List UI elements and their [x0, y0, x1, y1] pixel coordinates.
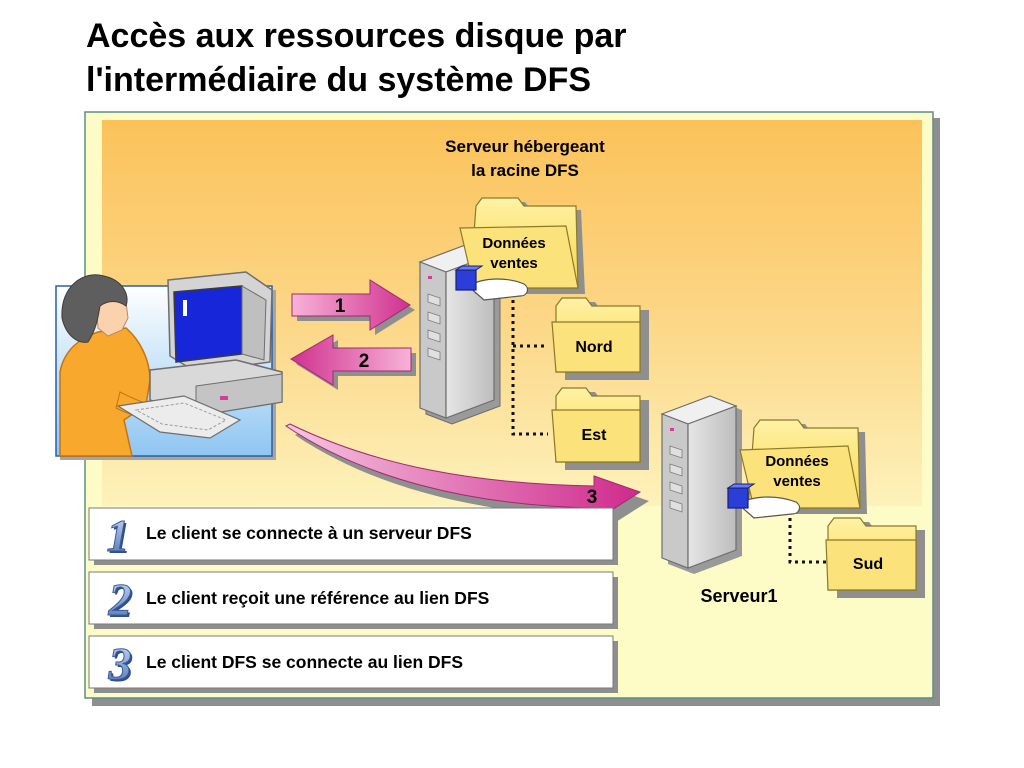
step-3-text: Le client DFS se connecte au lien DFS	[146, 652, 463, 672]
title-line-2: l'intermédiaire du système DFS	[86, 61, 592, 99]
arrow-1-label: 1	[335, 296, 346, 317]
sud-folder-label: Sud	[853, 556, 883, 573]
server1-share-hand-icon	[726, 483, 801, 519]
step-1-number-shadow: 1	[109, 512, 132, 563]
root-dfs-link-icon	[455, 269, 477, 291]
arrow-1-request: 1	[291, 279, 415, 335]
step-2-text: Le client reçoit une référence au lien D…	[146, 588, 489, 608]
arrow-2-referral: 2	[290, 334, 416, 390]
step-3-number-shadow: 3	[110, 640, 134, 691]
server1-share-label-1: Données	[765, 453, 828, 470]
step-1-number: 1	[107, 510, 130, 561]
nord-folder-label: Nord	[575, 339, 612, 356]
computer-icon	[116, 271, 283, 439]
sud-folder-icon: Sud	[825, 517, 925, 598]
est-folder-label: Est	[582, 427, 608, 444]
est-folder-icon: Est	[551, 387, 649, 470]
title-line-1: Accès aux ressources disque par	[86, 17, 627, 55]
arrow-2-label: 2	[359, 351, 370, 372]
server1-dfs-link-icon	[727, 487, 749, 509]
root-share-label-2: ventes	[490, 255, 538, 272]
root-link-connectors	[511, 300, 548, 436]
server1-share-label-2: ventes	[773, 473, 821, 490]
root-share-folder-icon: Données ventes	[459, 197, 585, 294]
step-3-number: 3	[108, 638, 132, 689]
step-2: 2 2 Le client reçoit une référence au li…	[88, 571, 618, 629]
server1-label: Serveur1	[700, 586, 777, 606]
nord-folder-icon: Nord	[551, 297, 649, 380]
root-server-label-1: Serveur hébergeant	[445, 137, 605, 156]
root-share-hand-icon	[454, 265, 529, 301]
step-2-number-shadow: 2	[110, 576, 134, 627]
arrow-3-label: 3	[587, 487, 598, 508]
server1-link-connector	[788, 518, 826, 564]
step-1: 1 1 Le client se connecte à un serveur D…	[88, 507, 618, 565]
root-server-label-2: la racine DFS	[471, 161, 579, 180]
server1-share-folder-icon: Données ventes	[739, 419, 867, 514]
slide-title: Accès aux ressources disque par l'interm…	[86, 14, 846, 102]
step-2-number: 2	[108, 574, 132, 625]
step-1-text: Le client se connecte à un serveur DFS	[146, 523, 472, 543]
root-share-label-1: Données	[482, 235, 545, 252]
server1-icon	[660, 395, 742, 574]
step-3: 3 3 Le client DFS se connecte au lien DF…	[88, 635, 618, 693]
